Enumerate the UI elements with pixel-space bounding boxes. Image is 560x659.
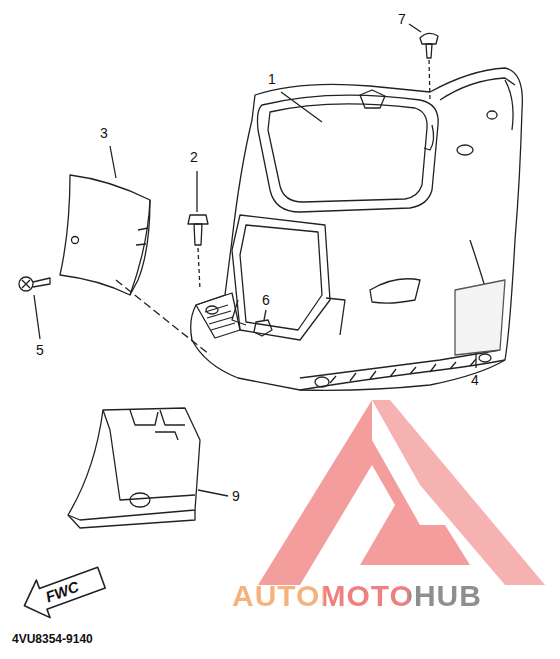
screw xyxy=(19,277,50,291)
sticker xyxy=(455,280,505,355)
side-panel xyxy=(60,175,150,295)
callout-number: 5 xyxy=(36,343,44,357)
bolt xyxy=(188,215,208,245)
callout-number: 6 xyxy=(262,293,270,307)
watermark: AUTOMOTOHUB xyxy=(232,581,482,611)
callout-number: 7 xyxy=(398,12,406,26)
callout-number: 9 xyxy=(232,489,240,503)
direction-label: FWC xyxy=(43,579,80,605)
screw xyxy=(420,33,438,58)
watermark-logo xyxy=(258,400,545,585)
inner-cover xyxy=(68,408,200,528)
nut xyxy=(254,320,272,336)
callout-number: 3 xyxy=(100,126,108,140)
leader-lines xyxy=(34,24,476,496)
forward-arrow xyxy=(18,559,109,625)
callout-number: 1 xyxy=(268,72,276,86)
body-cover xyxy=(191,68,523,390)
drawing-code: 4VU8354-9140 xyxy=(12,633,93,645)
callout-number: 2 xyxy=(190,150,198,164)
callout-number: 4 xyxy=(471,373,479,387)
